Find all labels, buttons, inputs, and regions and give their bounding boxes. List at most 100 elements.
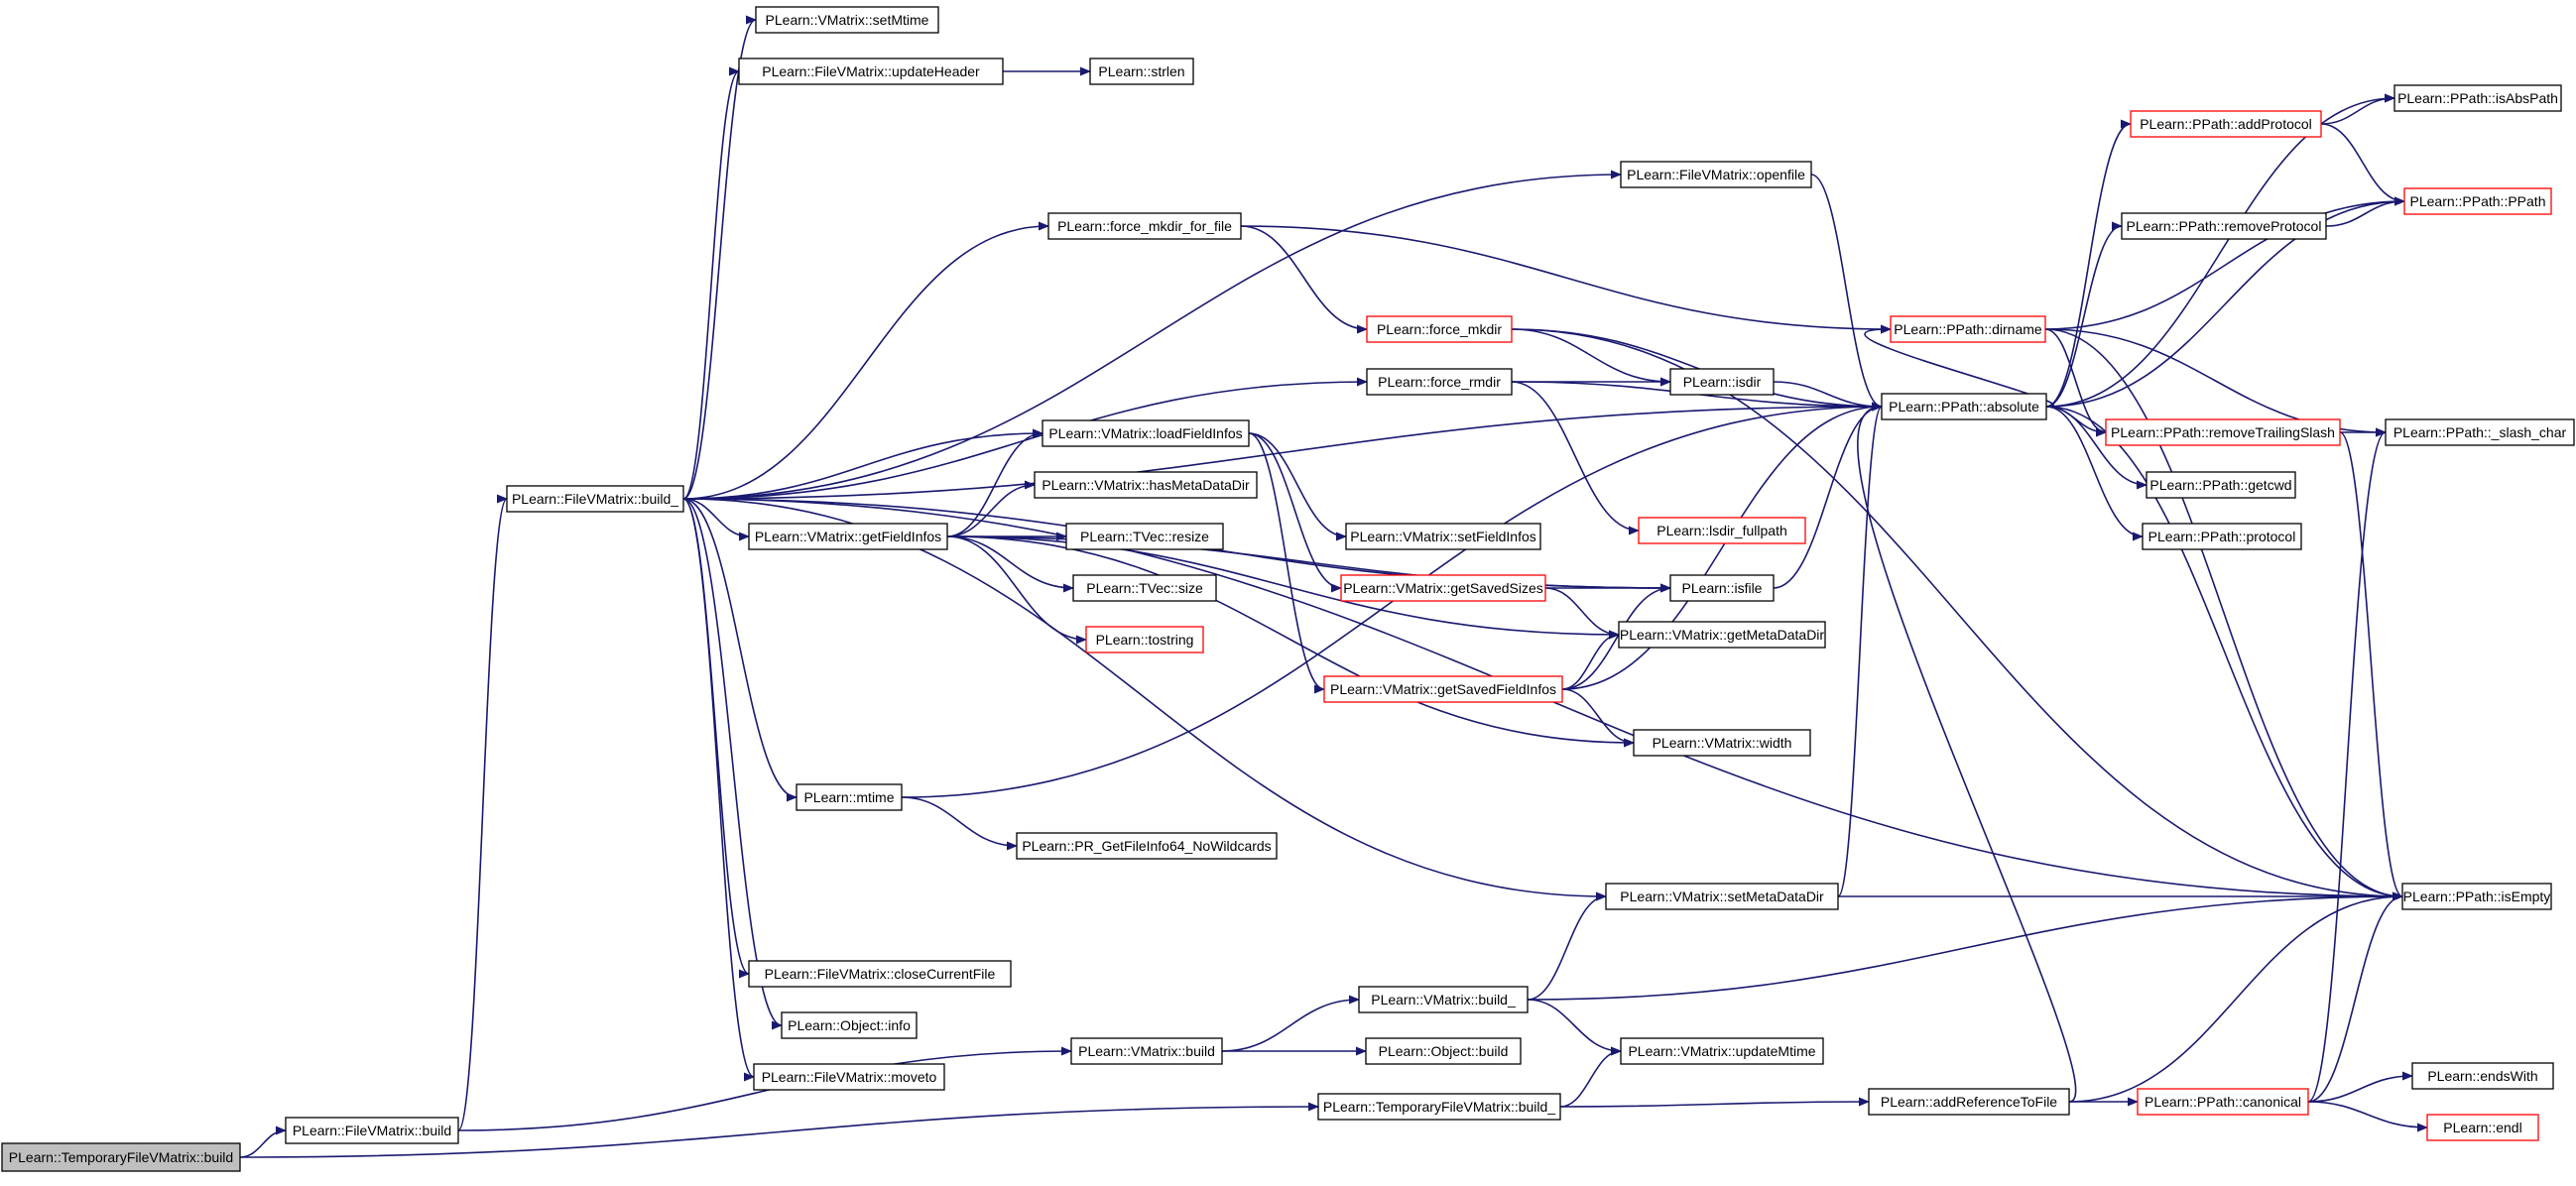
edge-plearn-ppath-removetrailingslash-to-plearn-ppath-isempty — [2339, 431, 2403, 901]
node-label: PLearn::VMatrix::getMetaDataDir — [1620, 627, 1825, 643]
edge-plearn-vmatrix-getfieldinfos-to-plearn-isfile — [946, 535, 1671, 593]
edge-plearn-ppath-dirname-to-plearn-ppath-ppath — [2044, 196, 2405, 330]
node-plearn-ppath-removeprotocol[interactable]: PLearn::PPath::removeProtocol — [2121, 212, 2327, 240]
node-plearn-vmatrix-getmetadatadir[interactable]: PLearn::VMatrix::getMetaDataDir — [1618, 621, 1826, 649]
node-plearn-object-info[interactable]: PLearn::Object::info — [781, 1011, 918, 1039]
node-plearn-vmatrix-setmtime[interactable]: PLearn::VMatrix::setMtime — [755, 6, 939, 34]
node-plearn-vmatrix-getsavedfieldinfos[interactable]: PLearn::VMatrix::getSavedFieldInfos — [1323, 675, 1563, 703]
node-plearn-vmatrix-setmetadatadir[interactable]: PLearn::VMatrix::setMetaDataDir — [1605, 883, 1839, 910]
node-label: PLearn::PPath::absolute — [1889, 399, 2039, 415]
node-plearn-ppath-removetrailingslash[interactable]: PLearn::PPath::removeTrailingSlash — [2105, 418, 2341, 446]
node-plearn-pr-getfileinfo64-nowildcards[interactable]: PLearn::PR_GetFileInfo64_NoWildcards — [1016, 832, 1278, 860]
node-plearn-temporaryfilevmatrix-build: PLearn::TemporaryFileVMatrix::build — [1, 1142, 241, 1172]
node-plearn-force-mkdir-for-file[interactable]: PLearn::force_mkdir_for_file — [1047, 212, 1242, 240]
node-box — [1669, 574, 1775, 602]
node-plearn-ppath-slash-char[interactable]: PLearn::PPath::_slash_char — [2385, 418, 2575, 446]
edge-plearn-ppath-removeprotocol-to-plearn-ppath-ppath — [2325, 196, 2405, 227]
node-plearn-ppath-canonical[interactable]: PLearn::PPath::canonical — [2137, 1088, 2309, 1116]
node-plearn-filevmatrix-moveto[interactable]: PLearn::FileVMatrix::moveto — [753, 1063, 945, 1091]
node-plearn-endswith[interactable]: PLearn::endsWith — [2411, 1062, 2554, 1090]
node-plearn-ppath-absolute[interactable]: PLearn::PPath::absolute — [1881, 393, 2047, 420]
edge-plearn-vmatrix-build-to-plearn-ppath-isempty — [1527, 891, 2403, 1001]
node-plearn-force-mkdir[interactable]: PLearn::force_mkdir — [1366, 315, 1513, 343]
node-box — [2403, 187, 2552, 215]
node-plearn-ppath-protocol[interactable]: PLearn::PPath::protocol — [2142, 523, 2302, 550]
node-plearn-endl[interactable]: PLearn::endl — [2426, 1114, 2539, 1141]
node-plearn-filevmatrix-build[interactable]: PLearn::FileVMatrix::build — [285, 1117, 459, 1144]
node-label: PLearn::VMatrix::width — [1653, 735, 1792, 751]
node-box — [1065, 523, 1224, 550]
node-plearn-vmatrix-getfieldinfos[interactable]: PLearn::VMatrix::getFieldInfos — [748, 523, 948, 550]
edge-plearn-ppath-canonical-to-plearn-endl — [2307, 1101, 2428, 1132]
node-plearn-tostring[interactable]: PLearn::tostring — [1085, 626, 1204, 653]
node-plearn-vmatrix-width[interactable]: PLearn::VMatrix::width — [1633, 729, 1811, 757]
node-plearn-vmatrix-build[interactable]: PLearn::VMatrix::build_ — [1358, 986, 1529, 1013]
edge-plearn-addreferencetofile-to-plearn-ppath-absolute — [1857, 402, 2077, 1103]
node-label: PLearn::PPath::getcwd — [2149, 477, 2291, 493]
node-plearn-addreferencetofile[interactable]: PLearn::addReferenceToFile — [1868, 1088, 2070, 1116]
node-label: PLearn::addReferenceToFile — [1881, 1094, 2057, 1110]
node-plearn-filevmatrix-build[interactable]: PLearn::FileVMatrix::build_ — [506, 485, 684, 513]
node-plearn-tvec-size[interactable]: PLearn::TVec::size — [1072, 574, 1217, 602]
edge-plearn-ppath-dirname-to-plearn-ppath-slash-char — [2044, 328, 2387, 437]
node-plearn-lsdir-fullpath[interactable]: PLearn::lsdir_fullpath — [1638, 517, 1806, 544]
edge-plearn-ppath-absolute-to-plearn-ppath-addprotocol — [2045, 119, 2132, 408]
node-box — [2142, 523, 2302, 550]
edge-plearn-ppath-absolute-to-plearn-ppath-ppath — [2045, 196, 2405, 408]
node-label: PLearn::VMatrix::getFieldInfos — [755, 529, 941, 544]
node-label: PLearn::PR_GetFileInfo64_NoWildcards — [1022, 838, 1271, 854]
node-plearn-vmatrix-setfieldinfos[interactable]: PLearn::VMatrix::setFieldInfos — [1345, 523, 1541, 550]
node-plearn-filevmatrix-closecurrentfile[interactable]: PLearn::FileVMatrix::closeCurrentFile — [748, 960, 1012, 988]
edge-plearn-vmatrix-getfieldinfos-to-plearn-vmatrix-hasmetadatadir — [946, 480, 1036, 537]
edge-plearn-filevmatrix-build-to-plearn-filevmatrix-closecurrentfile — [682, 498, 750, 979]
node-plearn-ppath-addprotocol[interactable]: PLearn::PPath::addProtocol — [2130, 110, 2322, 138]
node-plearn-isdir[interactable]: PLearn::isdir — [1669, 368, 1775, 396]
node-label: PLearn::force_rmdir — [1378, 374, 1501, 390]
node-box — [1366, 368, 1513, 396]
node-label: PLearn::isfile — [1682, 580, 1763, 596]
node-label: PLearn::PPath::removeTrailingSlash — [2111, 424, 2335, 440]
node-label: PLearn::VMatrix::build_ — [1371, 992, 1516, 1008]
node-plearn-vmatrix-hasmetadatadir[interactable]: PLearn::VMatrix::hasMetaDataDir — [1034, 471, 1258, 499]
node-plearn-ppath-isempty[interactable]: PLearn::PPath::isEmpty — [2401, 883, 2552, 910]
node-box — [748, 960, 1012, 988]
node-box — [738, 58, 1004, 85]
edge-plearn-ppath-dirname-to-plearn-ppath-removetrailingslash — [2044, 328, 2107, 437]
node-box — [1323, 675, 1563, 703]
node-plearn-vmatrix-loadfieldinfos[interactable]: PLearn::VMatrix::loadFieldInfos — [1042, 419, 1250, 447]
edge-plearn-isdir-to-plearn-ppath-absolute — [1773, 381, 1883, 412]
node-label: PLearn::VMatrix::build — [1078, 1043, 1215, 1059]
node-box — [1085, 626, 1204, 653]
node-box — [506, 485, 684, 513]
edge-plearn-force-mkdir-to-plearn-isdir — [1511, 328, 1671, 387]
node-label: PLearn::VMatrix::getSavedSizes — [1343, 580, 1543, 596]
node-plearn-force-rmdir[interactable]: PLearn::force_rmdir — [1366, 368, 1513, 396]
node-plearn-filevmatrix-openfile[interactable]: PLearn::FileVMatrix::openfile — [1620, 161, 1812, 188]
node-plearn-tvec-resize[interactable]: PLearn::TVec::resize — [1065, 523, 1224, 550]
node-label: PLearn::endl — [2443, 1120, 2521, 1135]
node-label: PLearn::FileVMatrix::updateHeader — [762, 63, 980, 79]
edge-plearn-ppath-addprotocol-to-plearn-ppath-ppath — [2320, 123, 2405, 206]
node-box — [1868, 1088, 2070, 1116]
edge-plearn-vmatrix-getfieldinfos-to-plearn-vmatrix-loadfieldinfos — [946, 428, 1043, 537]
node-plearn-isfile[interactable]: PLearn::isfile — [1669, 574, 1775, 602]
node-plearn-filevmatrix-updateheader[interactable]: PLearn::FileVMatrix::updateHeader — [738, 58, 1004, 85]
node-plearn-vmatrix-getsavedsizes[interactable]: PLearn::VMatrix::getSavedSizes — [1340, 574, 1546, 602]
node-plearn-mtime[interactable]: PLearn::mtime — [796, 783, 903, 811]
node-plearn-ppath-getcwd[interactable]: PLearn::PPath::getcwd — [2146, 471, 2296, 499]
node-plearn-temporaryfilevmatrix-build[interactable]: PLearn::TemporaryFileVMatrix::build_ — [1317, 1093, 1561, 1121]
function-nodes: PLearn::TemporaryFileVMatrix::build PLear… — [1, 6, 2575, 1172]
node-box — [2426, 1114, 2539, 1141]
node-plearn-ppath-isabspath[interactable]: PLearn::PPath::isAbsPath — [2393, 84, 2562, 112]
node-plearn-ppath-ppath[interactable]: PLearn::PPath::PPath — [2403, 187, 2552, 215]
node-plearn-vmatrix-build[interactable]: PLearn::VMatrix::build — [1070, 1037, 1223, 1065]
node-box — [1365, 1037, 1522, 1065]
node-plearn-object-build[interactable]: PLearn::Object::build — [1365, 1037, 1522, 1065]
node-box — [2411, 1062, 2554, 1090]
node-label: PLearn::TemporaryFileVMatrix::build — [9, 1149, 233, 1165]
node-plearn-strlen[interactable]: PLearn::strlen — [1089, 58, 1194, 85]
node-plearn-ppath-dirname[interactable]: PLearn::PPath::dirname — [1890, 315, 2046, 343]
node-box — [2146, 471, 2296, 499]
node-label: PLearn::VMatrix::updateMtime — [1628, 1043, 1815, 1059]
node-plearn-vmatrix-updatemtime[interactable]: PLearn::VMatrix::updateMtime — [1620, 1037, 1824, 1065]
